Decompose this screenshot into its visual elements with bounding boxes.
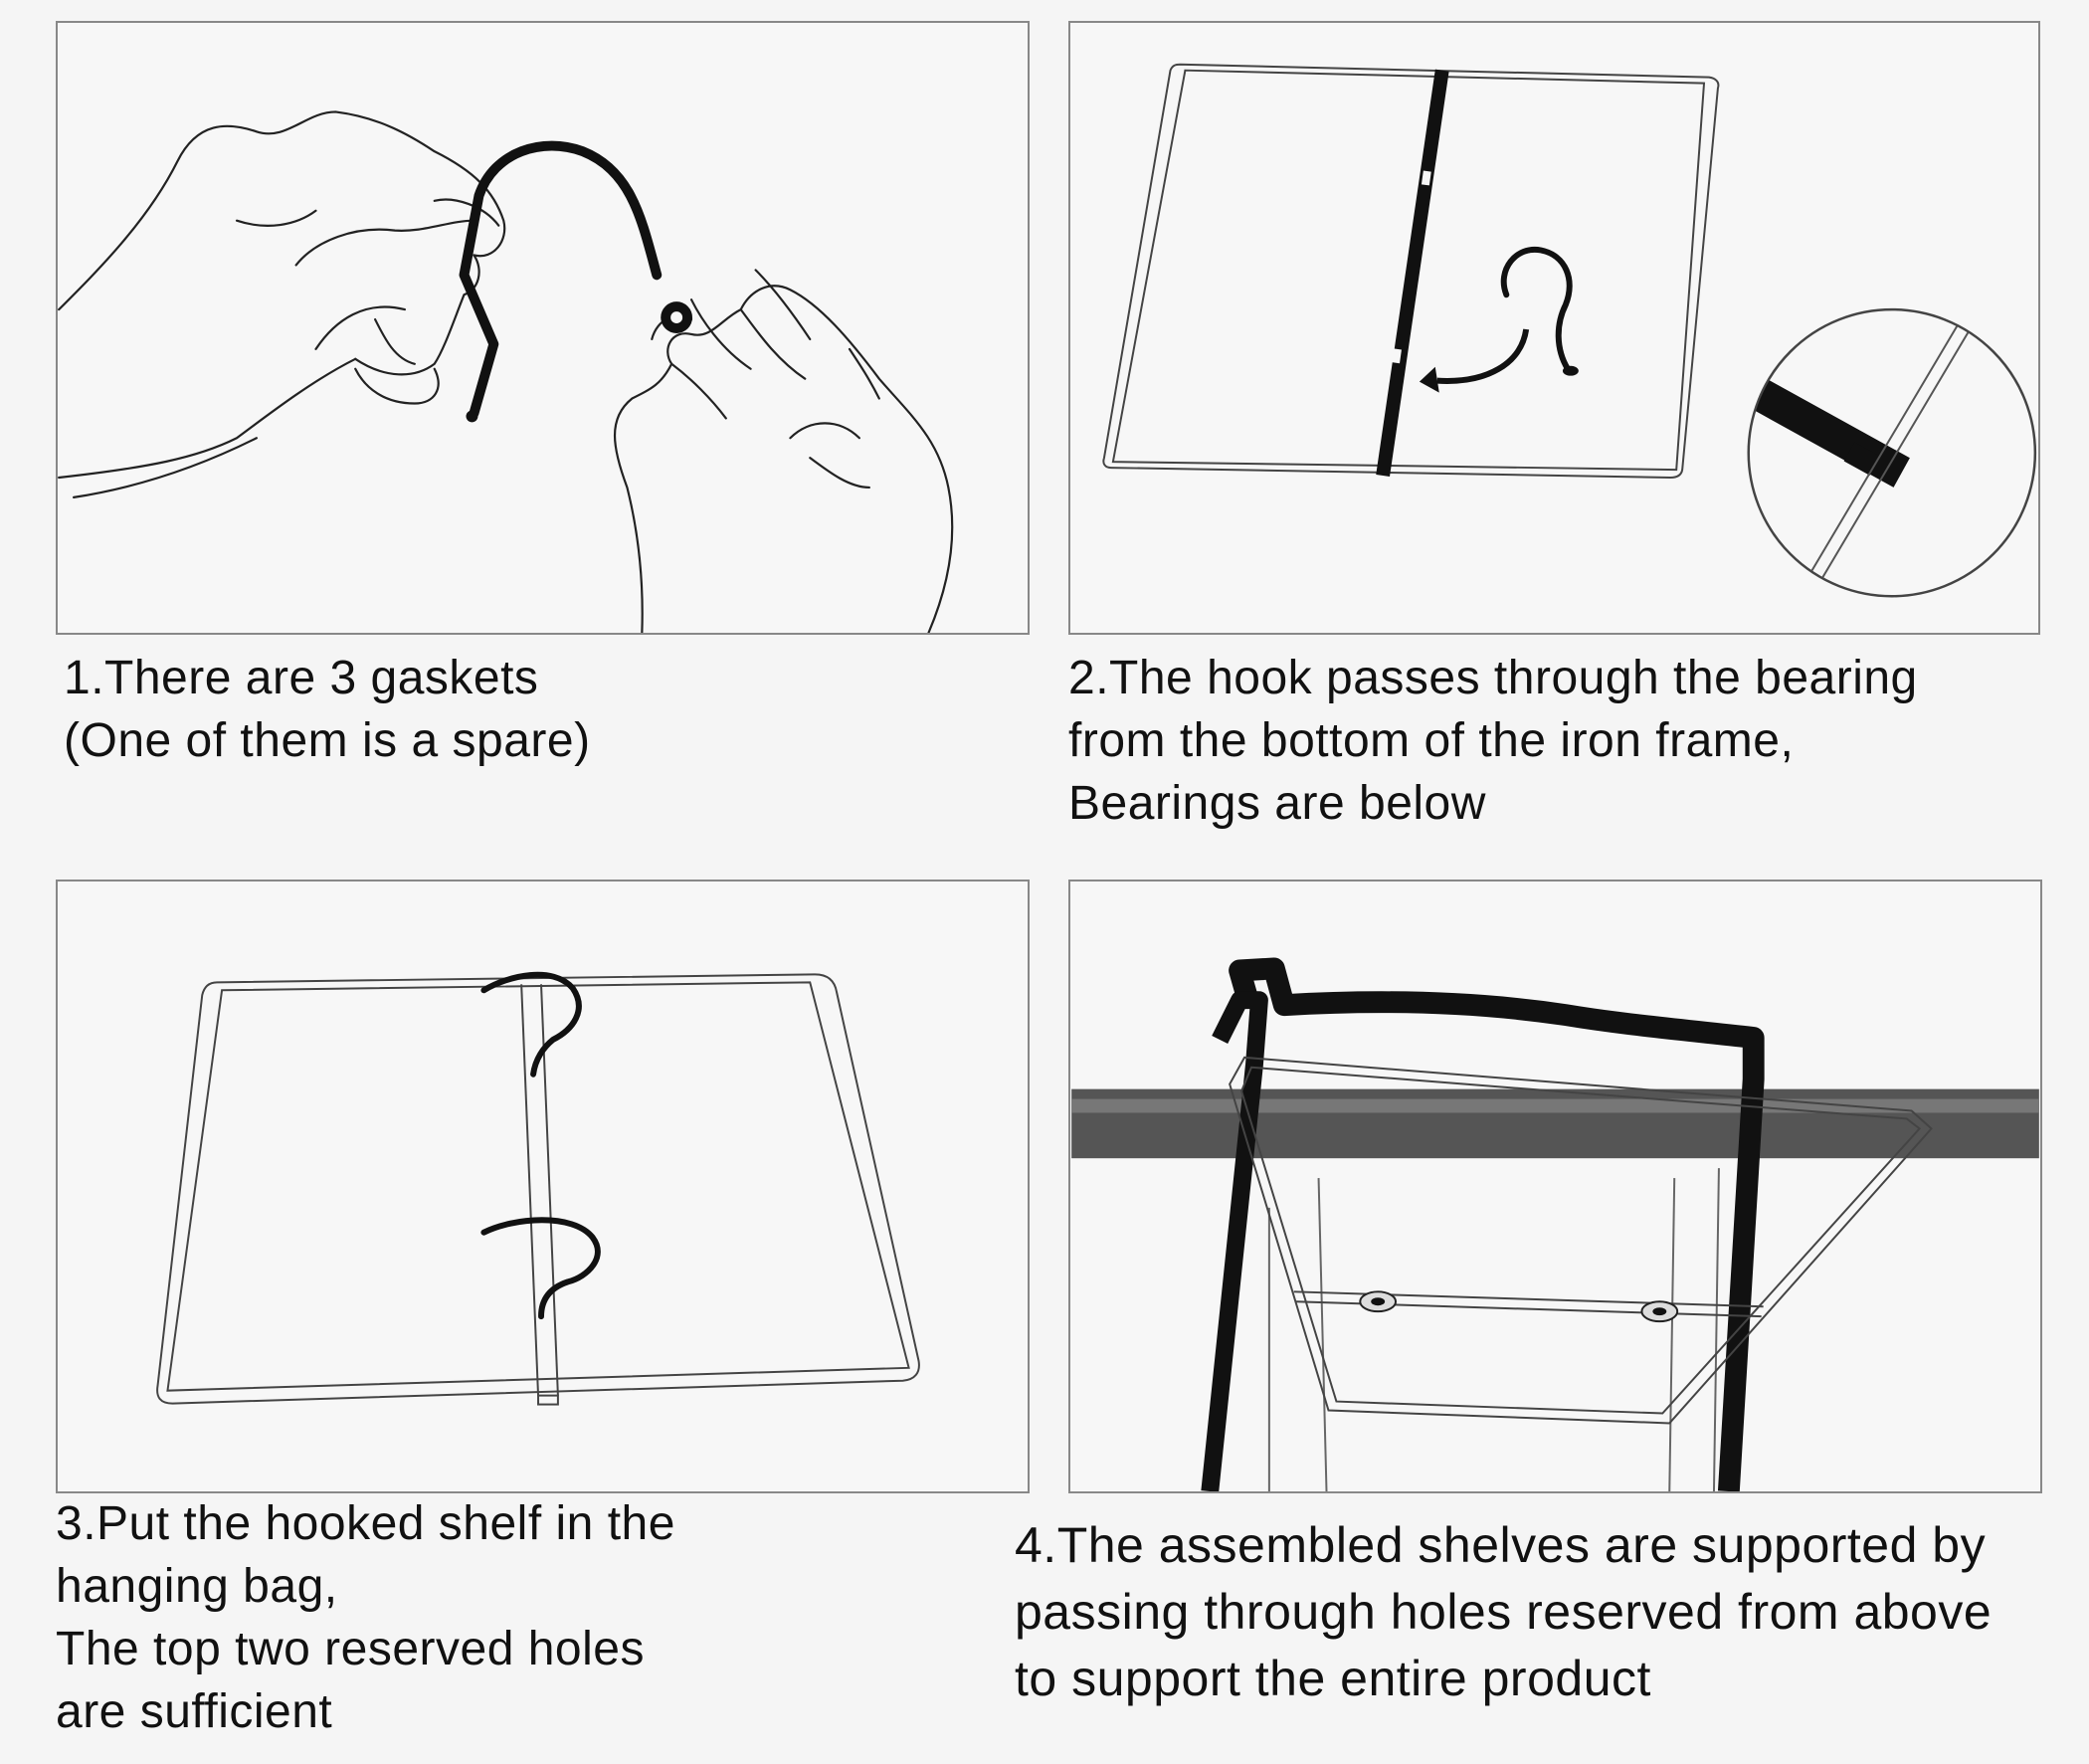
step4-caption-line: to support the entire product bbox=[1015, 1651, 1651, 1706]
step3-caption-line: hanging bag, bbox=[56, 1560, 338, 1613]
step4-illustration-panel bbox=[1068, 880, 2042, 1493]
step2-illustration-panel bbox=[1068, 21, 2040, 635]
step4-caption: 4.The assembled shelves are supported by… bbox=[1015, 1512, 1992, 1712]
step3-caption-line: The top two reserved holes bbox=[56, 1623, 645, 1675]
step1-caption: 1.There are 3 gaskets (One of them is a … bbox=[64, 647, 591, 772]
step2-caption-line: Bearings are below bbox=[1068, 777, 1486, 830]
step1-caption-line: (One of them is a spare) bbox=[64, 714, 591, 767]
hooked-shelf-frame-illustration bbox=[156, 971, 920, 1406]
step2-caption-line: from the bottom of the iron frame, bbox=[1068, 714, 1795, 767]
step3-caption: 3.Put the hooked shelf in the hanging ba… bbox=[56, 1492, 675, 1743]
step4-caption-line: passing through holes reserved from abov… bbox=[1015, 1584, 1993, 1640]
step1-caption-line: 1.There are 3 gaskets bbox=[64, 652, 539, 704]
assembled-shelf-in-hanging-bag-illustration bbox=[1071, 957, 2039, 1491]
step3-caption-line: are sufficient bbox=[56, 1685, 333, 1738]
hands-holding-hook-and-gasket-illustration bbox=[58, 110, 954, 633]
step3-caption-line: 3.Put the hooked shelf in the bbox=[56, 1497, 675, 1550]
step1-illustration-panel bbox=[56, 21, 1030, 635]
step2-caption: 2.The hook passes through the bearing fr… bbox=[1068, 647, 1918, 835]
step4-caption-line: 4.The assembled shelves are supported by bbox=[1015, 1517, 1987, 1573]
step2-caption-line: 2.The hook passes through the bearing bbox=[1068, 652, 1918, 704]
step3-illustration-panel bbox=[56, 880, 1030, 1493]
frame-with-hook-and-bearing-illustration bbox=[1102, 63, 2037, 598]
